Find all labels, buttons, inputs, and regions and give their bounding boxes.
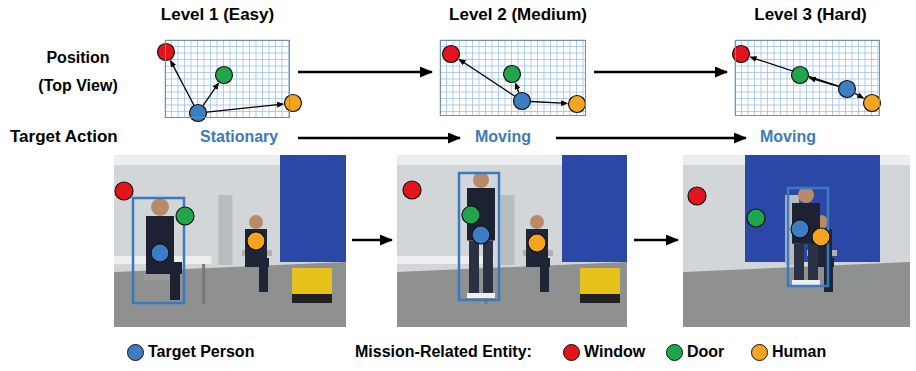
level-heading-holder: Level 1 (Easy) <box>161 5 274 25</box>
row-heading: Target Action <box>10 127 118 146</box>
level-heading-holder: Level 2 (Medium) <box>449 5 587 25</box>
position-grid: Level 3 (Hard) <box>735 40 880 116</box>
entity-dot <box>462 206 480 224</box>
position-grid: Level 2 (Medium) <box>440 40 586 116</box>
legend-heading-holder: Mission-Related Entity: <box>355 343 532 361</box>
relation-arrow <box>750 57 838 86</box>
entity-dot <box>216 67 233 84</box>
action-label-holder: Moving <box>760 128 816 146</box>
entity-dot <box>176 207 194 225</box>
grid-pattern <box>735 40 880 116</box>
progress-arrow <box>298 137 460 140</box>
progress-arrow <box>352 239 392 242</box>
entity-dot <box>791 220 809 238</box>
level-arrow <box>298 71 432 74</box>
relation-arrow <box>515 83 518 92</box>
progress-arrow <box>634 239 678 242</box>
relation-arrow <box>171 61 194 105</box>
action-label: Moving <box>475 128 531 145</box>
action-label-holder: Stationary <box>200 128 278 146</box>
relation-arrow <box>207 104 283 112</box>
action-label: Moving <box>760 128 816 145</box>
entity-dot <box>514 93 531 110</box>
entity-dot <box>190 105 207 122</box>
grid-pattern <box>440 40 586 116</box>
legend-swatch <box>127 344 144 361</box>
level-arrow <box>594 71 727 74</box>
entity-dot <box>443 46 460 63</box>
entity-dot <box>247 232 265 250</box>
grid-pattern <box>165 40 290 118</box>
action-label-holder: Moving <box>475 128 531 146</box>
legend-swatch <box>751 344 768 361</box>
action-label: Stationary <box>200 128 278 145</box>
legend-text: Door <box>687 343 724 360</box>
entity-dot <box>747 209 765 227</box>
scene-photo <box>397 155 627 327</box>
legend-item: Human <box>751 343 826 363</box>
progress-arrow <box>556 137 746 140</box>
entity-dot <box>403 181 421 199</box>
entity-dot <box>688 187 706 205</box>
entity-dot <box>504 66 521 83</box>
legend-swatch <box>666 344 683 361</box>
entity-dot <box>285 95 302 112</box>
entity-dot <box>151 244 169 262</box>
legend-swatch <box>563 344 580 361</box>
legend-item: Door <box>666 343 724 363</box>
entity-dot <box>864 95 881 112</box>
entity-dot <box>839 81 856 98</box>
row-heading-holder: Target Action <box>10 127 118 147</box>
row-heading: Position (Top View) <box>38 49 117 94</box>
relation-arrow <box>810 78 839 87</box>
legend-text: Window <box>584 343 645 360</box>
relation-arrow <box>203 83 218 105</box>
legend-item: Window <box>563 343 645 363</box>
entity-dot <box>569 96 586 113</box>
relation-arrow <box>855 93 863 98</box>
scene-photo <box>683 155 910 327</box>
entity-dot <box>528 234 546 252</box>
entity-dot <box>472 226 490 244</box>
scene-photo <box>114 155 346 327</box>
entity-dot <box>158 44 175 61</box>
bounding-box <box>459 173 499 300</box>
legend-text: Human <box>772 343 826 360</box>
entity-dot <box>792 67 809 84</box>
relation-arrow <box>531 101 567 103</box>
entity-dot <box>115 182 133 200</box>
level-heading: Level 2 (Medium) <box>449 5 587 24</box>
entity-dot <box>812 228 830 246</box>
legend-item: Target Person <box>127 343 254 363</box>
level-heading: Level 1 (Easy) <box>161 5 274 24</box>
legend-text: Target Person <box>148 343 254 360</box>
level-heading: Level 3 (Hard) <box>754 5 866 24</box>
legend-heading: Mission-Related Entity: <box>355 343 532 360</box>
row-heading-holder: Position (Top View) <box>28 44 128 100</box>
level-heading-holder: Level 3 (Hard) <box>754 5 866 25</box>
position-grid: Level 1 (Easy) <box>165 40 290 118</box>
